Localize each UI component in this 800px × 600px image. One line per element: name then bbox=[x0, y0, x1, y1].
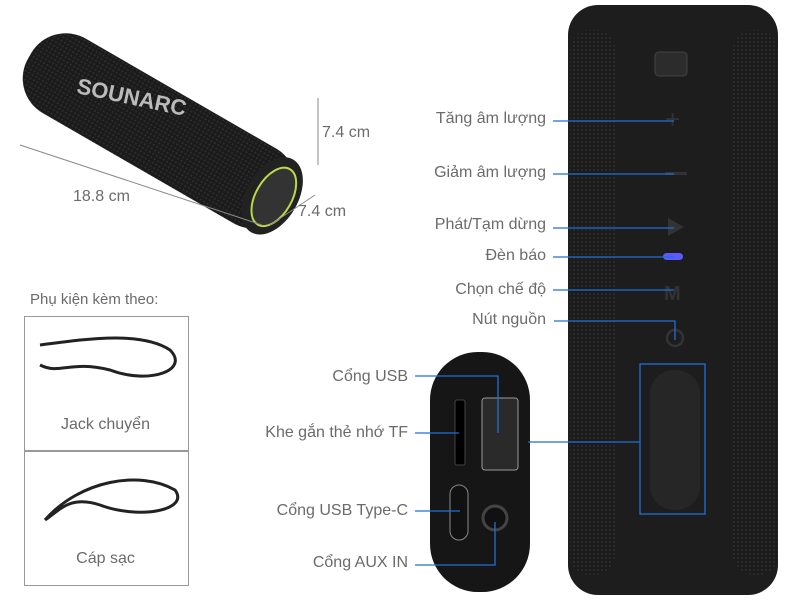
control-label: Phát/Tạm dừng bbox=[434, 216, 546, 233]
speaker-front-view: + M bbox=[568, 5, 778, 595]
port-label: Cổng AUX IN bbox=[312, 554, 408, 571]
aux-cable-image bbox=[39, 336, 177, 378]
accessory-box-aux bbox=[24, 316, 189, 452]
control-label: Tăng âm lượng bbox=[435, 110, 546, 127]
accessory-box-cable bbox=[24, 450, 189, 586]
control-label: Đèn báo bbox=[485, 247, 547, 264]
port-label: Cổng USB bbox=[332, 368, 408, 385]
accessory-label: Cáp sạc bbox=[76, 550, 135, 567]
accessories-title: Phụ kiện kèm theo: bbox=[30, 291, 159, 308]
depth-dimension: 7.4 cm bbox=[298, 203, 347, 220]
height-dimension: 7.4 cm bbox=[322, 124, 371, 141]
callout-lines bbox=[415, 120, 706, 566]
length-dimension: 18.8 cm bbox=[73, 188, 130, 205]
svg-text:+: + bbox=[665, 104, 680, 134]
control-label: Chọn chế độ bbox=[455, 281, 546, 298]
dimension-lines bbox=[19, 98, 319, 226]
port-label: Khe gắn thẻ nhớ TF bbox=[265, 424, 408, 441]
port-closeup bbox=[430, 352, 530, 592]
accessory-label: Jack chuyển bbox=[61, 416, 150, 433]
charging-cable-image bbox=[43, 478, 180, 522]
svg-text:M: M bbox=[664, 283, 681, 305]
control-label: Nút nguồn bbox=[472, 311, 546, 328]
control-label: Giảm âm lượng bbox=[434, 164, 546, 181]
speaker-side-view bbox=[22, 33, 303, 235]
port-label: Cổng USB Type-C bbox=[276, 502, 408, 519]
